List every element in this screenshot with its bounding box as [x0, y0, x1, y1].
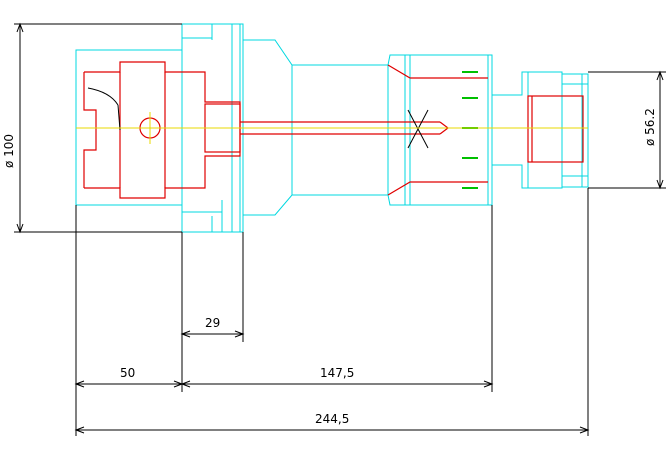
dim-29: 29 [205, 316, 220, 330]
detail-lines [87, 87, 429, 149]
slot-markers [462, 71, 478, 189]
dim-244-5: 244,5 [315, 412, 349, 426]
dim-147-5: 147,5 [320, 366, 354, 380]
dim-diameter-56-2: ø 56.2 [643, 108, 657, 146]
dimension-lines [14, 22, 666, 436]
dim-diameter-100: ø 100 [2, 134, 16, 168]
dim-50: 50 [120, 366, 135, 380]
section-cut [83, 61, 584, 199]
